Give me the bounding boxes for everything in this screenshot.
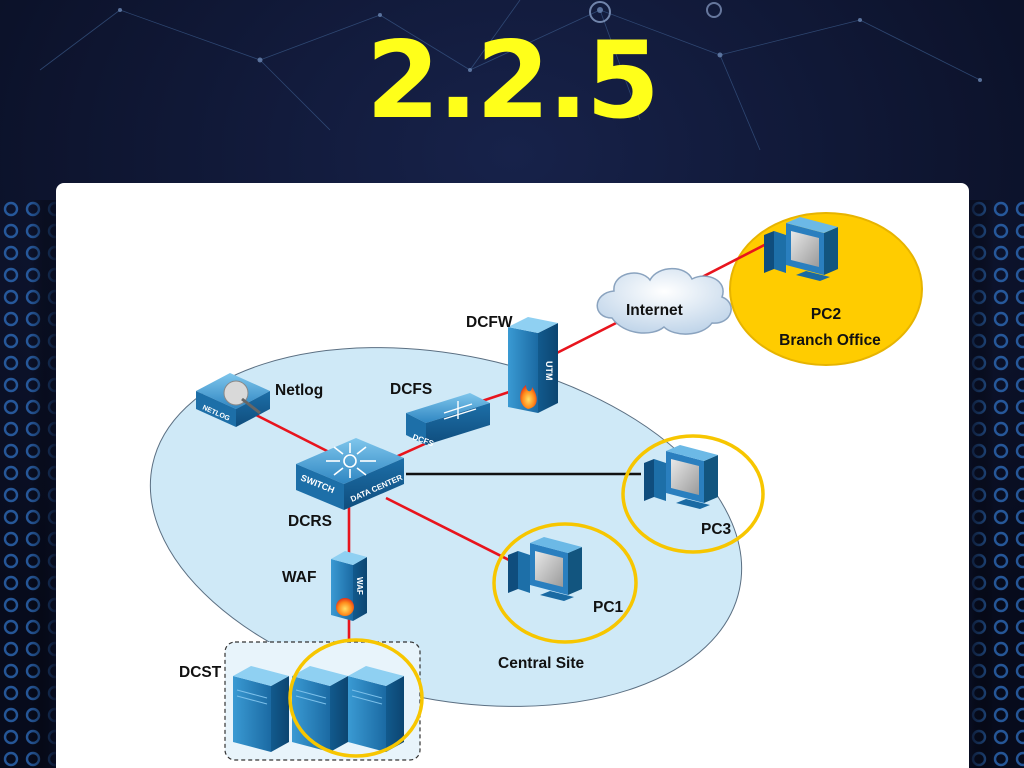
netlog-appliance-icon: NETLOG [196,373,270,427]
dcst-highlight-ring [288,638,424,758]
central-site-label: Central Site [498,655,585,672]
pc2-label: PC2 [811,306,841,323]
dcfs-label: DCFS [390,381,432,398]
pc3-label: PC3 [701,521,732,538]
pc2-branch-office-label: Branch Office [779,332,881,349]
netlog-label: Netlog [275,382,323,399]
link-dcrs-pc1 [385,496,512,563]
pc1-label: PC1 [593,599,624,616]
pc3-highlight-ring [621,434,765,554]
internet-label: Internet [626,302,683,319]
dcfw-device-text: UTM [544,361,554,381]
pc1-highlight-ring [492,522,638,644]
dcfs-appliance-icon: DCFS [406,393,490,449]
server-icon [232,665,290,753]
dcrs-label: DCRS [288,513,332,530]
diagram-card: Internet PC2 Branch Office UTM DCFW DCFS… [56,183,969,768]
server-icon [347,665,405,753]
dcfw-label: DCFW [466,314,513,331]
waf-label: WAF [282,569,316,586]
utm-firewall-icon: UTM [508,317,558,413]
waf-device-text: WAF [355,577,364,595]
dcst-label: DCST [179,664,222,681]
cloud-icon [596,267,732,335]
waf-firewall-icon: WAF [331,551,367,621]
link-netlog-dcrs [255,413,332,455]
slide-title: 2.2.5 [366,19,660,142]
datacenter-switch-icon: SWITCH DATA CENTER [296,438,404,510]
network-diagram: Internet PC2 Branch Office UTM DCFW DCFS… [149,212,923,761]
server-icon [291,665,349,753]
